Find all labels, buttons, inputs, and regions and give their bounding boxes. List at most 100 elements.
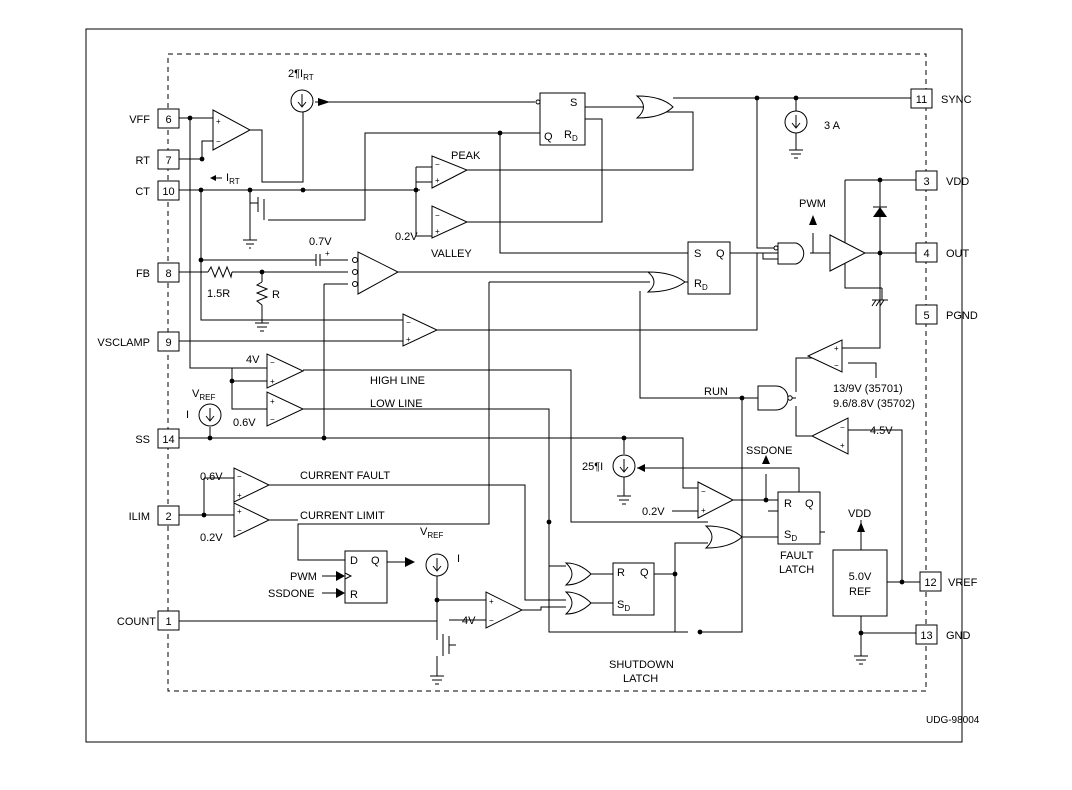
vref2-label: VREF (420, 526, 443, 540)
pin-label: SYNC (941, 94, 972, 106)
output-driver (829, 202, 888, 307)
peak-label: PEAK (451, 150, 481, 162)
minus-sign: − (237, 526, 242, 535)
ssdone-label: SSDONE (746, 445, 792, 457)
pin-label: VREF (948, 577, 978, 589)
plus-sign: + (325, 249, 330, 258)
minus-sign: − (489, 616, 494, 625)
ss-charge-current-source: VREF I (186, 388, 222, 427)
figure-id: UDG-98004 (926, 715, 980, 726)
pin-label: VFF (129, 114, 150, 126)
i25-label: 25¶I (582, 461, 603, 473)
fault-latch-label-2: LATCH (779, 564, 814, 576)
plus-sign: + (435, 227, 440, 236)
discharge-transistor (243, 197, 265, 249)
vdd-arrow-label: VDD (848, 508, 871, 520)
valley-comparator: − + 0.2V VALLEY (395, 205, 472, 260)
current-fault-label: CURRENT FAULT (300, 470, 390, 482)
pin-vff: 6 VFF (129, 108, 180, 129)
pin-label: OUT (946, 248, 970, 260)
latch-rd: RD (694, 278, 708, 292)
current-limit-comparator: + − 0.2V CURRENT LIMIT (200, 502, 385, 544)
current-fault-comparator: − + 0.6V CURRENT FAULT (200, 467, 390, 503)
ssdone-input-label: SSDONE (268, 588, 314, 600)
pin-ilim: 2 ILIM (129, 505, 180, 526)
pin-label: PGND (946, 310, 978, 322)
pin-number: 10 (162, 186, 174, 198)
pin-number: 9 (165, 337, 171, 349)
pin-number: 2 (165, 511, 171, 523)
sync-or-gate (635, 95, 674, 119)
run-label: RUN (704, 386, 728, 398)
v06-ll-label: 0.6V (233, 417, 256, 429)
pin-label: SS (135, 434, 150, 446)
i-label: I (186, 409, 189, 421)
two-irt-current-source: 2¶IRT (288, 68, 330, 113)
pin-gnd: 13 GND (915, 624, 971, 645)
pin-rt: 7 RT (136, 149, 180, 170)
resistor-r: R (255, 281, 280, 332)
minus-sign: − (270, 415, 275, 424)
shutdown-or-gate-1 (564, 562, 592, 586)
pwm-comparator (352, 251, 400, 295)
plus-sign: + (840, 441, 845, 450)
dff-q: Q (371, 555, 380, 567)
latch-q: Q (640, 567, 649, 579)
ic-boundary (167, 53, 927, 692)
pwm-or-gate (646, 271, 688, 293)
high-line-label: HIGH LINE (370, 375, 425, 387)
pin-pgnd: 5 PGND (915, 304, 978, 325)
shutdown-label-1: SHUTDOWN (609, 659, 674, 671)
irt-indicator: IRT (210, 172, 240, 186)
plus-sign: + (216, 117, 221, 126)
latch-r: R (784, 498, 792, 510)
plus-sign: + (237, 491, 242, 500)
v02-cl-label: 0.2V (200, 532, 223, 544)
high-line-comparator: − + 4V HIGH LINE (246, 353, 425, 389)
plus-sign: + (489, 597, 494, 606)
pwm-latch: S Q RD (687, 241, 731, 295)
count-charge-current-source: VREF I (420, 526, 460, 577)
outer-frame (85, 28, 963, 743)
rt-buffer-amp: + − (212, 109, 252, 151)
plus-sign: + (270, 377, 275, 386)
shutdown-label-2: LATCH (623, 673, 658, 685)
minus-sign: − (237, 472, 242, 481)
vref-regulator: 5.0V REF VDD (832, 508, 888, 665)
latch-q: Q (805, 498, 814, 510)
uvlo-label-1: 13/9V (35701) (833, 383, 903, 395)
output-and-gate (773, 242, 805, 265)
pin-vref: 12 VREF (919, 571, 978, 592)
v4-count-label: 4V (462, 615, 476, 627)
pin-number: 1 (165, 616, 171, 628)
latch-s: S (570, 97, 577, 109)
v45-label: 4.5V (870, 425, 893, 437)
r-label: R (272, 289, 280, 301)
pin-number: 13 (920, 630, 932, 642)
pin-number: 5 (923, 310, 929, 322)
pin-count: 1 COUNT (117, 610, 180, 631)
pwm-output-indicator: PWM (799, 198, 826, 225)
plus-sign: + (435, 176, 440, 185)
v06-cf-label: 0.6V (200, 471, 223, 483)
fault-latch-label-1: FAULT (780, 550, 814, 562)
pin-number: 11 (916, 94, 927, 106)
valley-label: VALLEY (431, 248, 472, 260)
count-reset-transistor (430, 632, 456, 685)
i2-label: I (457, 553, 460, 565)
plus-sign: + (834, 344, 839, 353)
pin-number: 8 (165, 268, 171, 280)
r15-label: 1.5R (207, 288, 230, 300)
peak-comparator: − + PEAK (431, 150, 481, 189)
shutdown-or-gate-2 (564, 591, 592, 615)
pin-number: 14 (162, 434, 174, 446)
sync-current-source: 3 A (784, 110, 841, 159)
pin-out: 4 OUT (915, 242, 970, 263)
ssdone-comparator: − + 0.2V SSDONE (642, 445, 792, 519)
latch-rd: RD (564, 129, 578, 143)
minus-sign: − (435, 211, 440, 220)
minus-sign: − (701, 487, 706, 496)
vref-label: VREF (192, 388, 215, 402)
latch-s: S (694, 248, 701, 260)
